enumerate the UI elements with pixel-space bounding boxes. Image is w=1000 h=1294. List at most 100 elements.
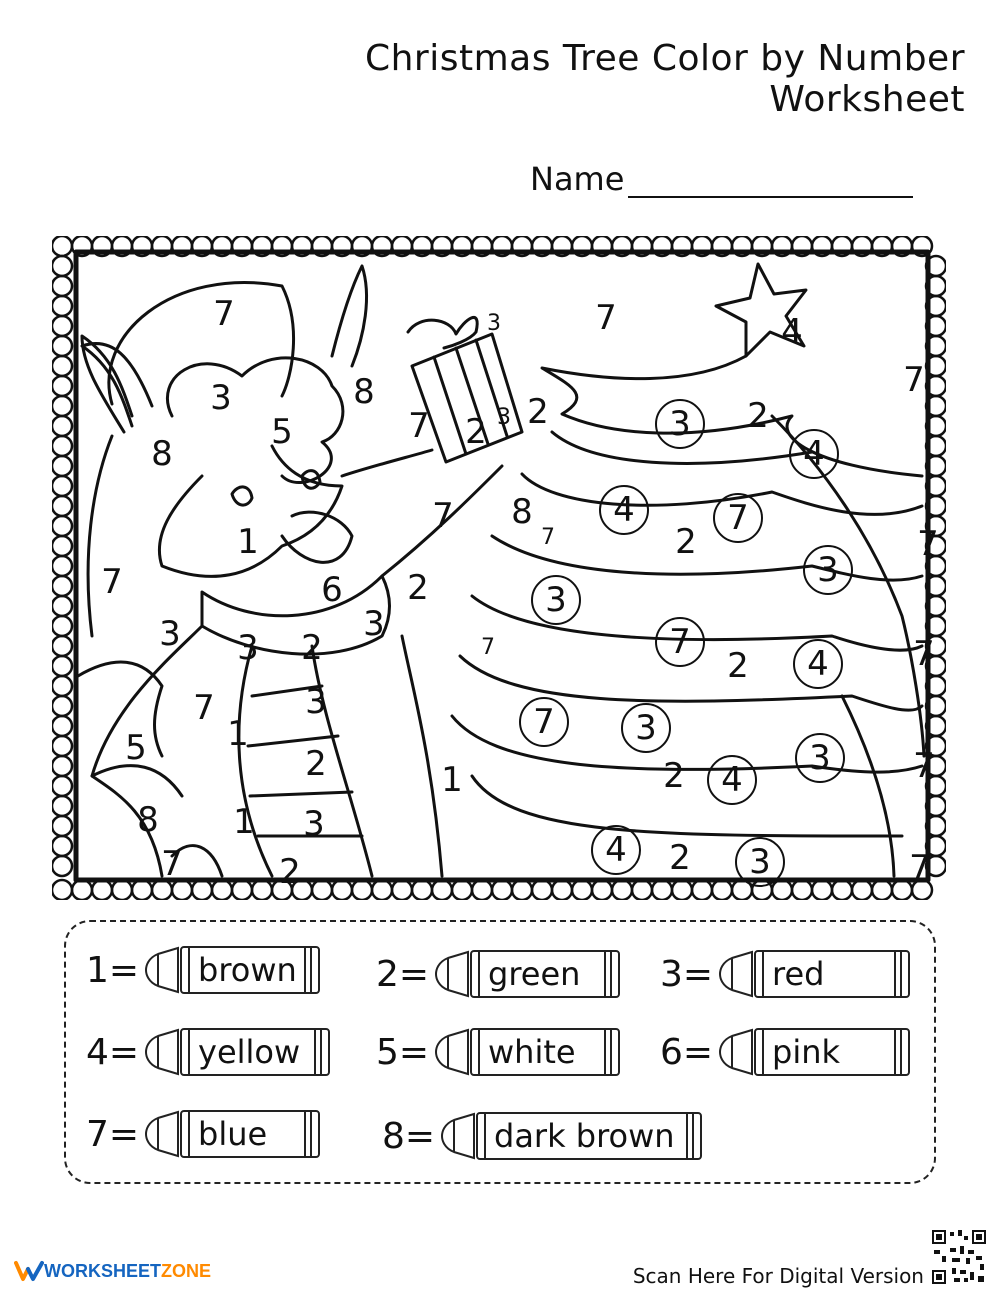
key-number: 8=	[382, 1115, 436, 1157]
region-number-plain: 8	[151, 434, 173, 474]
color-label: green	[488, 955, 581, 993]
region-number-plain: 2	[305, 744, 327, 784]
color-key-6: 6= pink	[660, 1028, 910, 1076]
region-number-plain: 5	[125, 728, 147, 768]
region-number-plain: 7	[909, 848, 931, 888]
key-number: 2=	[376, 953, 430, 995]
coloring-picture-lineart	[52, 236, 946, 900]
color-key-5: 5= white	[376, 1028, 620, 1076]
region-number-ornament: 3	[795, 733, 845, 783]
qr-code-icon[interactable]	[930, 1228, 988, 1286]
region-number-plain: 3	[363, 604, 385, 644]
region-number-ornament: 3	[531, 575, 581, 625]
region-number-small: 3	[497, 405, 511, 430]
region-number-ornament: 3	[621, 703, 671, 753]
region-number-plain: 8	[353, 372, 375, 412]
gift-box	[410, 332, 524, 464]
region-number-plain: 7	[193, 688, 215, 728]
key-number: 3=	[660, 953, 714, 995]
crayon-icon: green	[434, 950, 620, 998]
name-field[interactable]: Name	[530, 160, 914, 198]
region-number-plain: 7	[432, 496, 454, 536]
region-number-ornament: 7	[655, 617, 705, 667]
region-number-plain: 7	[101, 562, 123, 602]
region-number-plain: 7	[913, 746, 935, 786]
color-key-2: 2= green	[376, 950, 620, 998]
color-label: white	[488, 1033, 576, 1071]
region-number-plain: 7	[161, 844, 183, 884]
region-number-plain: 3	[159, 614, 181, 654]
crayon-icon: white	[434, 1028, 620, 1076]
key-number: 1=	[86, 949, 140, 991]
region-number-small: 3	[487, 311, 501, 336]
region-number-plain: 2	[527, 392, 549, 432]
crayon-icon: dark brown	[440, 1112, 702, 1160]
region-number-plain: 7	[903, 360, 925, 400]
region-number-plain: 1	[233, 802, 255, 842]
crayon-icon: brown	[144, 946, 320, 994]
color-label: yellow	[198, 1033, 301, 1071]
region-number-plain: 8	[511, 492, 533, 532]
color-label: pink	[772, 1033, 841, 1071]
region-number-plain: 7	[595, 298, 617, 338]
region-number-plain: 2	[747, 396, 769, 436]
key-number: 5=	[376, 1031, 430, 1073]
color-label: brown	[198, 951, 297, 989]
region-number-ornament: 3	[655, 399, 705, 449]
color-label: red	[772, 955, 825, 993]
logo-w-icon	[14, 1261, 44, 1281]
reindeer-antler-right	[330, 264, 368, 368]
color-label: dark brown	[494, 1117, 675, 1155]
scan-caption: Scan Here For Digital Version	[632, 1264, 924, 1288]
region-number-ornament: 4	[707, 755, 757, 805]
reindeer-scarf	[200, 574, 391, 656]
region-number-plain: 8	[137, 800, 159, 840]
region-number-plain: 1	[441, 760, 463, 800]
region-number-plain: 7	[917, 524, 939, 564]
region-number-ornament: 7	[713, 493, 763, 543]
crayon-icon: pink	[718, 1028, 910, 1076]
region-number-plain: 2	[669, 838, 691, 878]
color-key-3: 3= red	[660, 950, 910, 998]
region-number-ornament: 7	[519, 697, 569, 747]
region-number-plain: 2	[663, 756, 685, 796]
region-number-plain: 2	[407, 568, 429, 608]
region-number-small: 7	[481, 635, 495, 660]
color-key-8: 8= dark brown	[382, 1112, 702, 1160]
crayon-icon: blue	[144, 1110, 320, 1158]
color-key-box: 1= brown 2= green 3= red 4= yellow 5= wh…	[64, 920, 936, 1184]
region-number-plain: 7	[213, 294, 235, 334]
region-number-ornament: 4	[599, 485, 649, 535]
region-number-plain: 2	[301, 628, 323, 668]
region-number-plain: 1	[237, 522, 259, 562]
key-number: 7=	[86, 1113, 140, 1155]
logo-text-worksheet: WORKSHEET	[44, 1260, 161, 1281]
region-number-plain: 3	[210, 378, 232, 418]
name-line[interactable]	[628, 166, 914, 198]
star-outline	[714, 262, 808, 358]
region-number-plain: 2	[279, 852, 301, 892]
region-number-plain: 7	[913, 634, 935, 674]
color-key-4: 4= yellow	[86, 1028, 330, 1076]
region-number-ornament: 4	[591, 825, 641, 875]
reindeer-hat	[107, 281, 295, 406]
worksheet-title: Christmas Tree Color by Number Worksheet	[364, 38, 965, 120]
crayon-icon: red	[718, 950, 910, 998]
region-number-ornament: 4	[793, 639, 843, 689]
name-label: Name	[530, 160, 625, 198]
region-number-plain: 2	[727, 646, 749, 686]
color-key-1: 1= brown	[86, 946, 320, 994]
region-number-plain: 6	[321, 570, 343, 610]
region-number-plain: 5	[271, 412, 293, 452]
logo-text-zone: ZONE	[161, 1260, 212, 1281]
region-number-plain: 1	[227, 714, 249, 754]
region-number-ornament: 3	[735, 837, 785, 887]
color-label: blue	[198, 1115, 268, 1153]
region-number-ornament: 3	[803, 545, 853, 595]
region-number-plain: 2	[465, 412, 487, 452]
region-number-plain: 3	[305, 682, 327, 722]
region-number-plain: 2	[675, 522, 697, 562]
region-number-plain: 4	[781, 312, 803, 352]
